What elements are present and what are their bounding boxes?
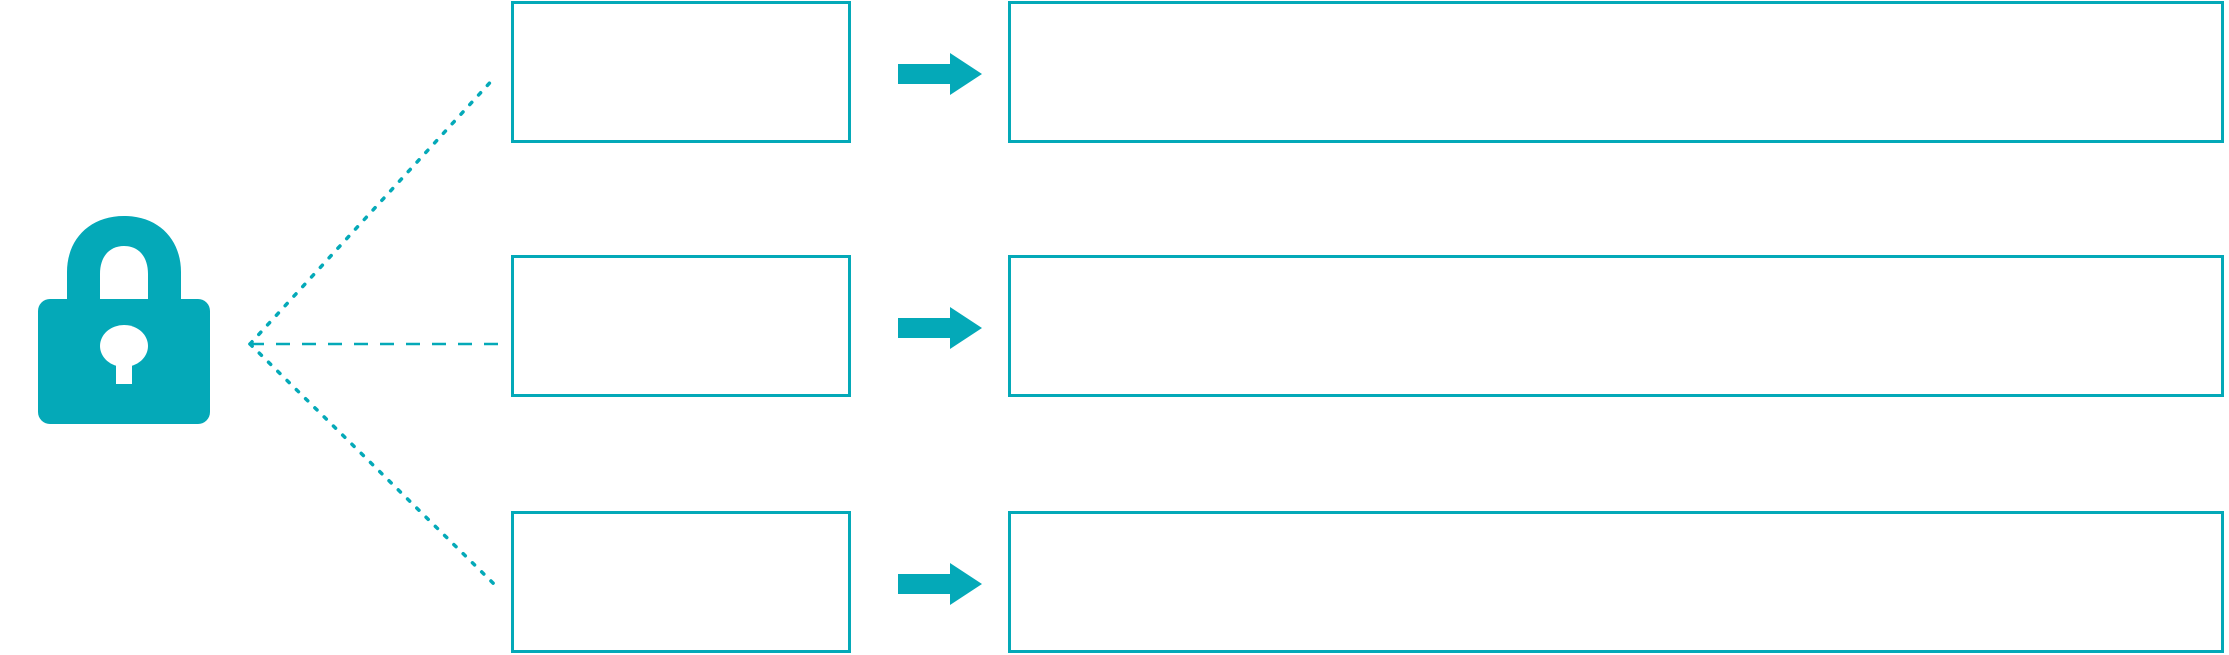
arrow-right-icon xyxy=(898,307,982,349)
arrow-right-icon xyxy=(898,563,982,605)
list-item[interactable] xyxy=(1008,1,2224,143)
connector-line-bottom xyxy=(248,342,498,588)
list-item[interactable] xyxy=(511,255,851,397)
padlock-icon xyxy=(38,216,210,424)
list-item[interactable] xyxy=(1008,255,2224,397)
list-item[interactable] xyxy=(1008,511,2224,653)
list-item[interactable] xyxy=(511,511,851,653)
connector-line-top xyxy=(248,74,498,346)
list-item[interactable] xyxy=(511,1,851,143)
arrow-right-icon xyxy=(898,53,982,95)
